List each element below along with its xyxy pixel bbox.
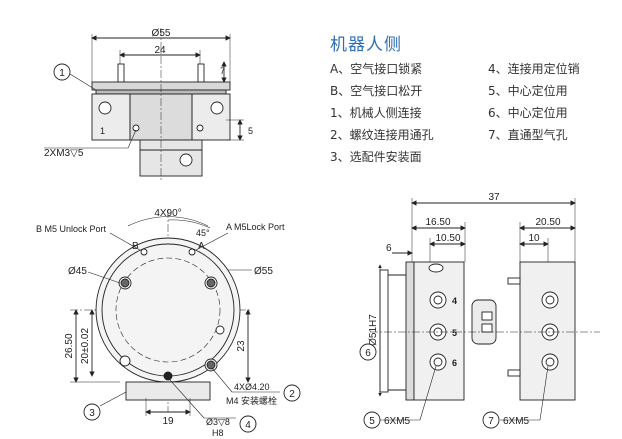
legend-item-4: 4、连接用定位销 — [488, 62, 580, 76]
legend-item-a: A、空气接口锁紧 — [330, 62, 423, 76]
dim-23: 23 — [236, 340, 247, 352]
callout-4: 4 — [245, 420, 251, 431]
top-view — [44, 28, 244, 182]
callout-6: 6 — [365, 348, 371, 359]
callout-2-circle — [283, 384, 301, 402]
port-a-letter: A — [198, 241, 205, 252]
dim-top-7: 7 — [220, 66, 225, 76]
side-port-5: 5 — [452, 328, 457, 338]
callout-6-circle — [359, 343, 377, 361]
note-6xm5-left: 6XM5 — [384, 416, 411, 427]
legend-item-1: 1、机械人侧连接 — [330, 106, 422, 120]
dim-37: 37 — [488, 192, 500, 203]
legend-item-7: 7、直通型气孔 — [488, 128, 568, 142]
callout-5-circle — [363, 411, 381, 429]
dia-55: Ø55 — [254, 266, 273, 277]
side-view — [359, 198, 600, 429]
legend-item-6: 6、中心定位用 — [488, 106, 568, 120]
legend: 机器人侧 A、空气接口锁紧 B、空气接口松开 1、机械人侧连接 2、螺纹连接用通… — [330, 30, 622, 170]
dim-top-inner: 24 — [154, 45, 166, 56]
dim-26-50: 26.50 — [64, 333, 75, 358]
dim-20: 20±0.02 — [80, 328, 91, 365]
legend-item-2: 2、螺纹连接用通孔 — [330, 128, 434, 142]
angle-45: 45° — [196, 228, 210, 238]
dia-45: Ø45 — [68, 266, 87, 277]
dim-19: 19 — [162, 416, 174, 427]
front-view — [70, 210, 301, 433]
legend-item-5: 5、中心定位用 — [488, 84, 568, 98]
callout-5: 5 — [369, 416, 375, 427]
top-inner-1: 1 — [100, 126, 105, 136]
dim-51h7: Ø51H7 — [368, 314, 379, 346]
callout-1-circle — [53, 63, 71, 81]
legend-item-3: 3、选配件安装面 — [330, 150, 422, 164]
legend-item-b: B、空气接口松开 — [330, 84, 423, 98]
callout-3: 3 — [89, 408, 95, 419]
dim-10-50: 10.50 — [435, 233, 460, 244]
callout-4-circle — [239, 415, 257, 433]
dim-16-50: 16.50 — [425, 217, 450, 228]
dim-20-50: 20.50 — [535, 217, 560, 228]
callout-7: 7 — [488, 416, 494, 427]
legend-title: 机器人侧 — [330, 35, 402, 55]
dim-top-width: Ø55 — [152, 28, 171, 39]
callout-2: 2 — [289, 389, 295, 400]
port-a-label: A M5Lock Port — [226, 222, 285, 232]
dim-top-5: 5 — [248, 126, 253, 136]
angle-4x90: 4X90° — [154, 208, 181, 219]
callout-1: 1 — [59, 68, 65, 79]
note-6xm5-right: 6XM5 — [503, 416, 530, 427]
pin-note: Ø3▽8 — [206, 417, 230, 427]
callout-3-circle — [83, 403, 101, 421]
side-port-4: 4 — [452, 296, 457, 306]
dim-6: 6 — [386, 243, 392, 254]
holes-note: 4XØ4.20 — [234, 382, 270, 392]
dim-10: 10 — [528, 233, 540, 244]
thread-note: 2XM3▽5 — [44, 148, 84, 159]
side-port-6: 6 — [452, 358, 457, 368]
callout-7-circle — [482, 411, 500, 429]
holes-note-2: M4 安装螺栓 — [226, 395, 277, 406]
pin-note-2: H8 — [212, 428, 224, 438]
port-b-label: B M5 Unlock Port — [36, 224, 107, 234]
port-b-letter: B — [132, 241, 139, 252]
